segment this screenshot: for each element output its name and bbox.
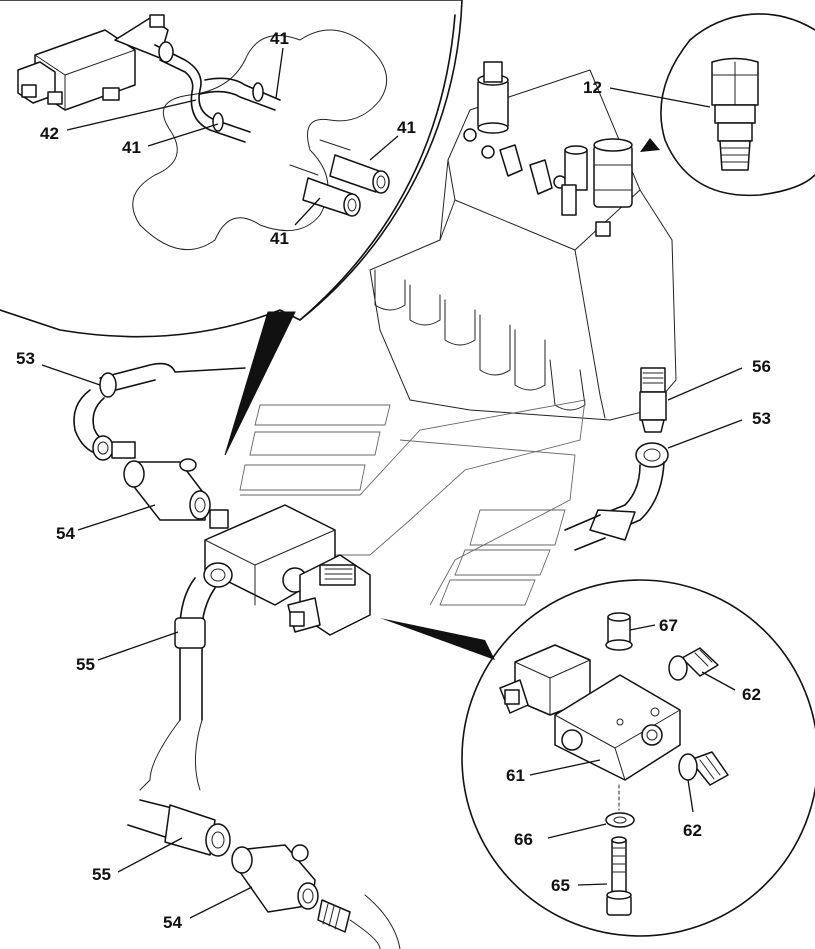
callout-55-lower: 55 <box>92 865 111 884</box>
hose-42 <box>154 41 281 143</box>
callout-41-right: 41 <box>397 118 416 137</box>
callout-labels: 41 42 41 41 41 12 53 54 55 56 53 67 62 6… <box>16 29 771 932</box>
detail-circle-valve <box>461 579 815 937</box>
callout-66: 66 <box>514 830 533 849</box>
tee-fitting-54-lower <box>231 844 401 949</box>
callout-41-left: 41 <box>122 138 141 157</box>
callout-56: 56 <box>752 357 771 376</box>
hose-elbow-53-left <box>73 362 246 461</box>
callout-55-upper: 55 <box>76 655 95 674</box>
valve-assembly-center <box>204 504 495 660</box>
callout-65: 65 <box>551 876 570 895</box>
hose-55-lower <box>127 799 231 857</box>
plug-12 <box>711 57 759 171</box>
callout-53-right: 53 <box>752 409 771 428</box>
detail-circle-hoses <box>0 0 463 456</box>
callout-42: 42 <box>40 124 59 143</box>
callout-53-left: 53 <box>16 349 35 368</box>
hose-pieces-41 <box>289 139 390 217</box>
detail-circle-plug <box>640 13 815 197</box>
hose-55-upper <box>139 562 233 791</box>
ghost-arrow-graphic <box>239 399 586 606</box>
callout-12: 12 <box>583 78 602 97</box>
callout-62-upper: 62 <box>742 685 761 704</box>
tee-fitting-54-upper <box>123 458 229 529</box>
hose-elbow-53-right <box>564 442 669 551</box>
valve-block-detail <box>17 14 169 111</box>
callout-41-bottom: 41 <box>270 229 289 248</box>
callout-62-lower: 62 <box>683 821 702 840</box>
callout-54-upper: 54 <box>56 524 75 543</box>
leader-lines <box>41 47 743 919</box>
injection-pump <box>239 61 677 606</box>
callout-54-lower: 54 <box>163 913 182 932</box>
callout-61: 61 <box>506 766 525 785</box>
callout-41-top: 41 <box>270 29 289 48</box>
callout-67: 67 <box>659 616 678 635</box>
fitting-56 <box>639 367 667 433</box>
